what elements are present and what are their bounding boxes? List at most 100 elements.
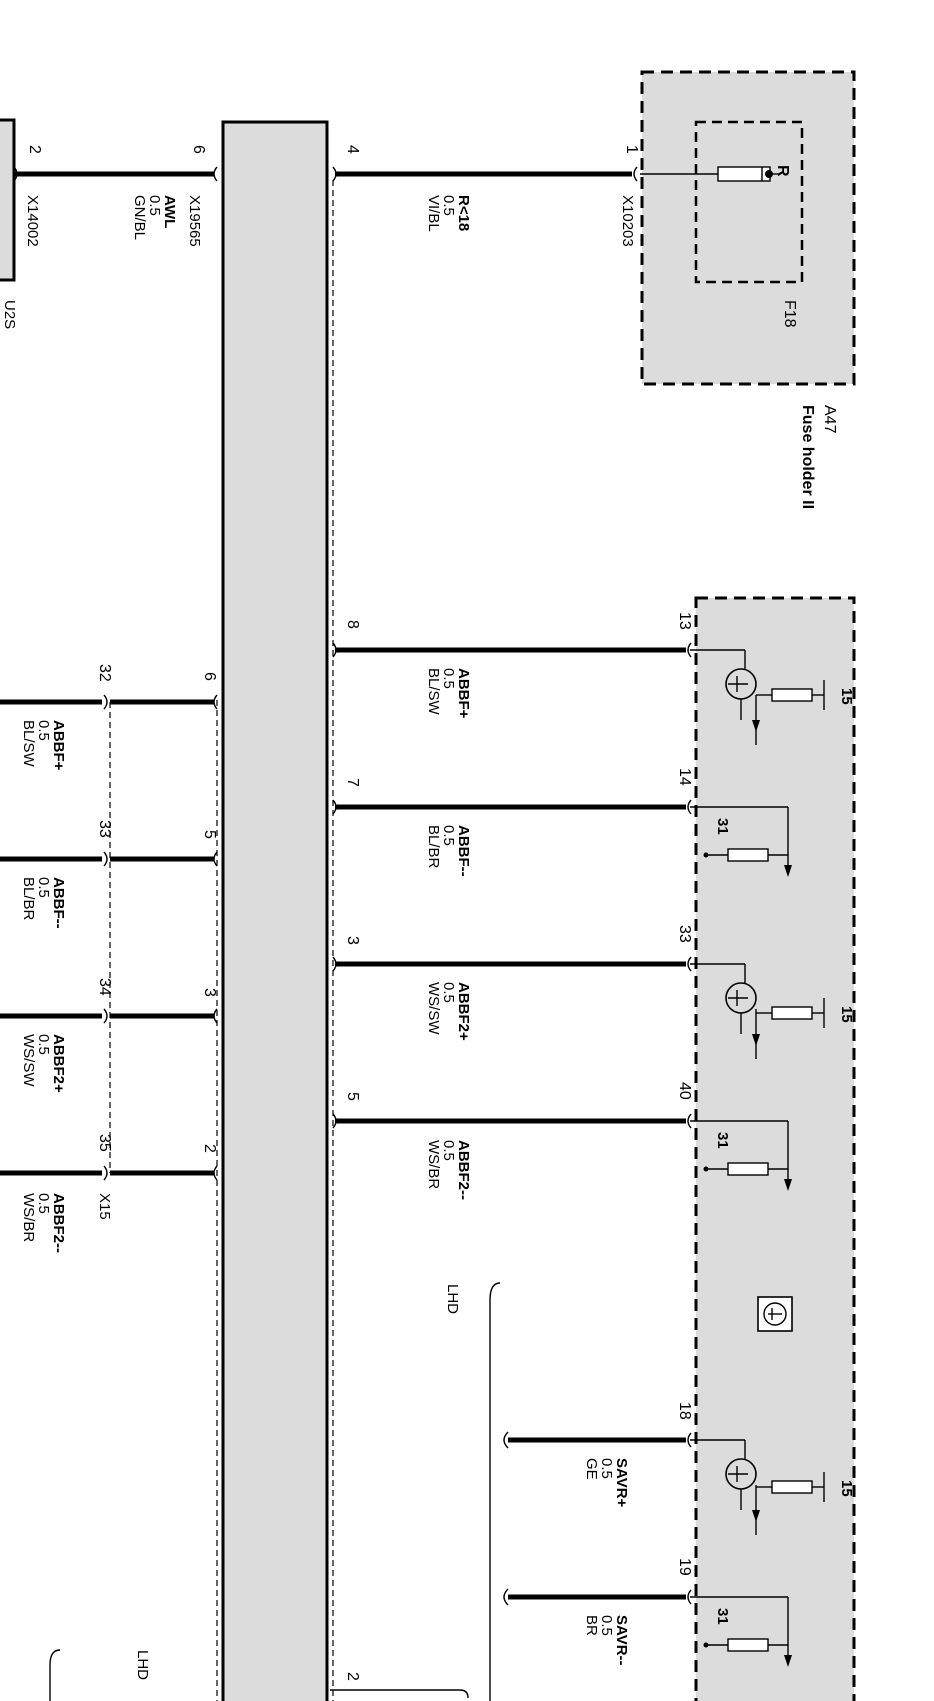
lower3-color: WS/SW: [20, 1034, 37, 1087]
fuse-pin-number: 1: [623, 145, 640, 154]
lhd-bracket-lower: [49, 1649, 61, 1701]
terminal-15-label-2: 15: [838, 1006, 855, 1023]
sav1-color: GE: [583, 1458, 600, 1480]
splice-signal: AWL: [161, 195, 178, 228]
wire-abbf-plus-socket: [687, 642, 692, 658]
wire1-color: BL/SW: [425, 668, 442, 716]
fuse-wire-module-socket: [332, 166, 337, 182]
lower4-module-pin: 2: [201, 1144, 218, 1153]
lower3-left-pin: 34: [96, 978, 113, 996]
transistor-driver-2: [690, 963, 825, 1059]
transistor-driver-3: [690, 1439, 825, 1535]
wire2-module-pin: 7: [344, 778, 361, 787]
wire3-device-pin: 33: [676, 925, 693, 943]
lower-wire-4-left-socket: [103, 1165, 108, 1181]
fuse-wire-size: 0.5: [440, 195, 457, 216]
fuse-holder-name: Fuse holder II: [799, 405, 816, 509]
fuse-holder-panel: [642, 72, 854, 384]
transistor-symbol-icon: [757, 1296, 793, 1332]
wire-savr-plus-end: [503, 1431, 509, 1449]
sav1-device-pin: 18: [676, 1402, 693, 1420]
splice-pin: 6: [190, 145, 207, 154]
fuse-wire-signal: R<18: [455, 195, 472, 231]
wire2-device-pin: 14: [676, 768, 693, 786]
ground-resistor-2: [690, 1120, 792, 1191]
lower4-signal: ABBF2--: [50, 1193, 67, 1253]
lower1-left-pin: 32: [96, 664, 113, 682]
wire3-signal: ABBF2+: [455, 982, 472, 1041]
sav2-size: 0.5: [598, 1615, 615, 1636]
fuse-id: F18: [781, 300, 798, 328]
sav2-device-pin: 19: [676, 1558, 693, 1576]
wire2-color: BL/BR: [425, 825, 442, 869]
wire-abbf2-minus-socket: [687, 1113, 692, 1129]
fuse-wire-color: VI/BL: [425, 195, 442, 232]
left-connector-partial-label: U2S: [1, 300, 18, 329]
lhd-label-upper: LHD: [444, 1284, 461, 1314]
ground-resistor-3: [690, 1596, 792, 1667]
wire-abbf2-minus-module-socket: [332, 1113, 337, 1129]
wire1-device-pin: 13: [676, 612, 693, 630]
terminal-31-label-3: 31: [714, 1608, 731, 1625]
lhd-bracket-upper: [489, 1282, 501, 1701]
wire2-size: 0.5: [440, 825, 457, 846]
lower2-left-pin: 33: [96, 820, 113, 838]
wire2-signal: ABBF--: [455, 825, 472, 877]
lower-wire-4-module-socket: [213, 1165, 218, 1181]
left-connector-pin: 2: [26, 145, 43, 154]
wire-savr-minus-socket: [687, 1589, 692, 1605]
lower1-module-pin: 6: [201, 672, 218, 681]
lower-wire-1-left-socket: [103, 694, 108, 710]
lower-wire-3-left-socket: [103, 1008, 108, 1024]
wire-abbf2-plus-socket: [687, 956, 692, 972]
terminal-15-label-3: 15: [838, 1480, 855, 1497]
lower4-size: 0.5: [35, 1193, 52, 1214]
lower1-color: BL/SW: [20, 720, 37, 768]
wire1-signal: ABBF+: [455, 668, 472, 719]
device-panel-border: [694, 596, 856, 1701]
lower4-color: WS/BR: [20, 1193, 37, 1242]
central-module-body: [221, 120, 329, 1701]
left-connector-box: [0, 118, 16, 282]
lower3-signal: ABBF2+: [50, 1034, 67, 1093]
wire-savr-minus-end: [503, 1588, 509, 1606]
sav1-signal: SAVR+: [613, 1458, 630, 1508]
lower2-size: 0.5: [35, 877, 52, 898]
lhd-label-lower: LHD: [134, 1650, 151, 1680]
wire-savr-plus-socket: [687, 1432, 692, 1448]
terminal-31-label-2: 31: [714, 1132, 731, 1149]
wire-abbf2-plus-module-socket: [332, 956, 337, 972]
lower2-color: BL/BR: [20, 877, 37, 921]
left-connector-id: X14002: [24, 195, 41, 247]
fuse-terminal-label: R: [774, 165, 791, 177]
sav2-color: BR: [583, 1615, 600, 1636]
device-panel: [696, 598, 854, 1701]
splice-color: GN/BL: [131, 195, 148, 240]
lower2-module-pin: 5: [201, 830, 218, 839]
fuse-holder-id: A47: [821, 405, 838, 434]
wire4-device-pin: 40: [676, 1082, 693, 1100]
lower-wire-3-module-socket: [213, 1008, 218, 1024]
wire-abbf-minus-socket: [687, 799, 692, 815]
lower1-signal: ABBF+: [50, 720, 67, 771]
lower-wire-1-module-socket: [213, 694, 218, 710]
fuse-f18-box: [694, 120, 804, 284]
wire4-color: WS/BR: [425, 1140, 442, 1189]
sav1-size: 0.5: [598, 1458, 615, 1479]
fuse-holder-border: [640, 70, 856, 386]
wire-abbf-plus-module-socket: [332, 642, 337, 658]
wire4-module-pin: 5: [344, 1092, 361, 1101]
lower4-connector-id: X15: [96, 1193, 113, 1220]
terminal-15-label-1: 15: [838, 688, 855, 705]
transistor-driver-1: [690, 649, 825, 745]
terminal-31-label-1: 31: [714, 818, 731, 835]
wire3-color: WS/SW: [425, 982, 442, 1035]
bottom-module-pin: 2: [344, 1672, 361, 1681]
wire1-size: 0.5: [440, 668, 457, 689]
awl-left-socket: [13, 166, 18, 182]
sav2-signal: SAVR--: [613, 1615, 630, 1666]
wire1-module-pin: 8: [344, 620, 361, 629]
lower3-module-pin: 3: [201, 988, 218, 997]
wire4-size: 0.5: [440, 1140, 457, 1161]
